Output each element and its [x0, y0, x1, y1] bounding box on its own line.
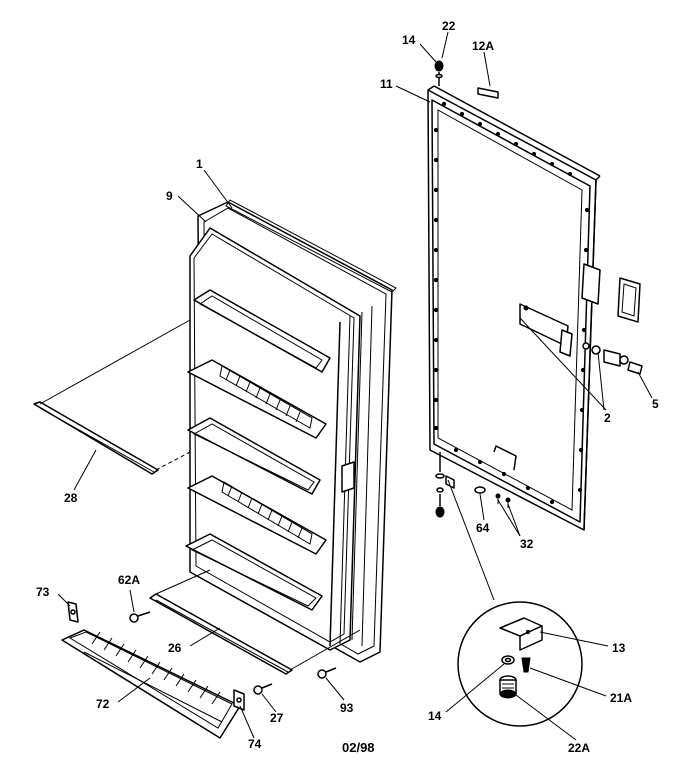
callout-21A: 21A — [610, 691, 632, 705]
outer-door-panel — [427, 85, 601, 531]
callout-5: 5 — [652, 397, 659, 411]
callout-93: 93 — [340, 701, 354, 715]
callout-13: 13 — [612, 641, 626, 655]
callout-2: 2 — [604, 411, 611, 425]
panel-screw-holes — [433, 101, 590, 505]
shelf-bins — [185, 289, 331, 611]
callout-1: 1 — [196, 157, 203, 171]
panel-bottom-notch — [493, 445, 517, 471]
callout-73: 73 — [36, 585, 50, 599]
callout-27: 27 — [270, 711, 284, 725]
detail-magnifier — [447, 479, 583, 727]
callout-28: 28 — [64, 491, 78, 505]
callout-14-bottom: 14 — [428, 709, 442, 723]
basket-end-caps — [67, 601, 245, 711]
callout-labels: 1 9 11 14 22 12A 2 5 28 64 32 62A 73 26 … — [36, 19, 659, 755]
shelf-rail-28 — [33, 319, 191, 475]
callout-22A: 22A — [568, 741, 590, 755]
callout-64: 64 — [476, 521, 490, 535]
top-hinge-pin — [434, 60, 444, 86]
date-code: 02/98 — [342, 740, 375, 755]
leader-lines — [57, 31, 653, 741]
label-12A-part — [477, 87, 499, 99]
callout-74: 74 — [248, 737, 262, 751]
handle-assembly — [519, 263, 643, 375]
callout-62A: 62A — [118, 573, 140, 587]
bottom-basket-72 — [61, 629, 241, 739]
callout-14-top: 14 — [402, 33, 416, 47]
callout-26: 26 — [168, 641, 182, 655]
bottom-hinge-parts — [435, 452, 511, 518]
screws — [129, 611, 337, 695]
callout-9: 9 — [166, 189, 173, 203]
callout-12A: 12A — [472, 39, 494, 53]
callout-22: 22 — [442, 19, 456, 33]
callout-11: 11 — [380, 77, 393, 91]
callout-32: 32 — [520, 537, 534, 551]
bottom-rail-26 — [149, 569, 361, 675]
callout-72: 72 — [96, 697, 110, 711]
